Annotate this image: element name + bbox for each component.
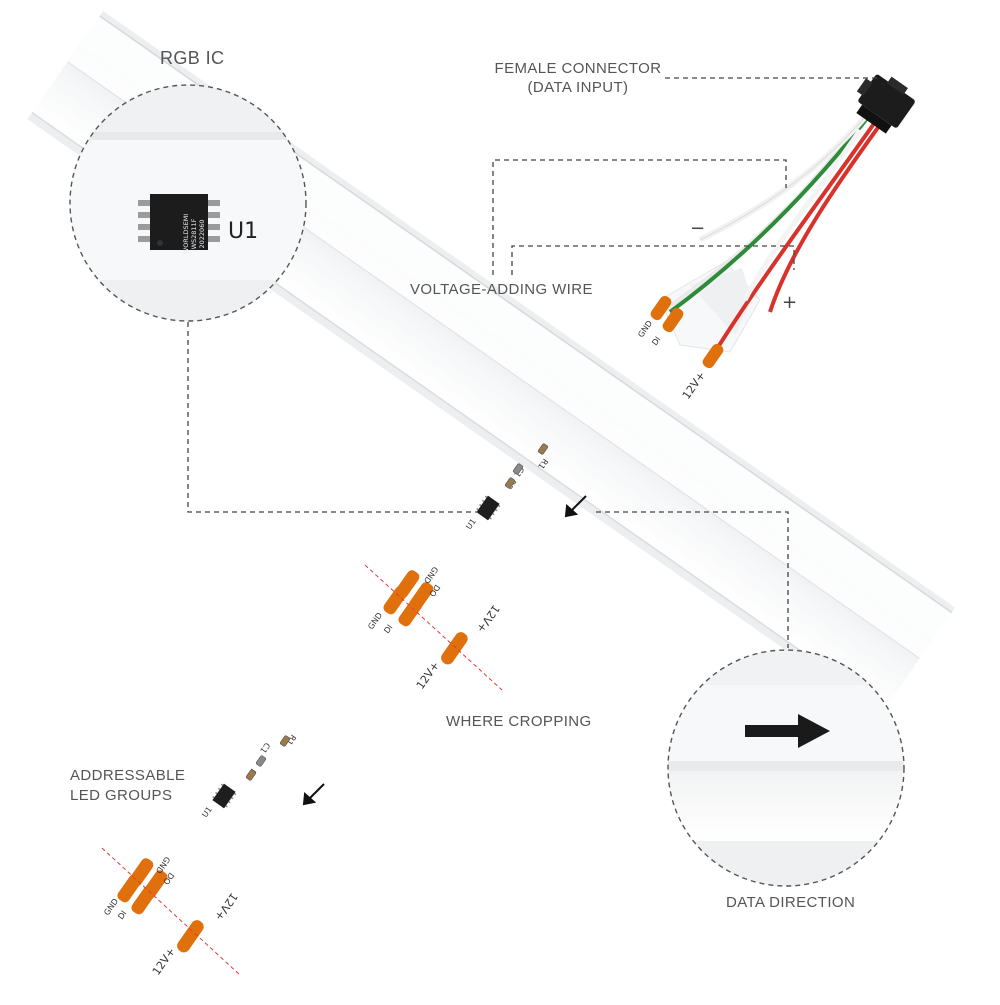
silk-gnd-top: GND bbox=[636, 319, 654, 339]
silk-12v-mid-a: 12V+ bbox=[474, 602, 502, 635]
resistor-r2-mid bbox=[504, 477, 516, 489]
pad-12v-mid bbox=[441, 632, 468, 665]
label-addressable: ADDRESSABLE bbox=[70, 767, 186, 784]
resistor-r1-mid bbox=[537, 443, 549, 455]
wire-green bbox=[668, 110, 874, 314]
crop-line-mid bbox=[364, 564, 503, 691]
strip-components bbox=[212, 443, 549, 809]
minus-sign: − bbox=[690, 218, 705, 239]
zoom-chip: WORLDSEMI WS2811F 2022060 bbox=[138, 194, 220, 254]
chip-marking-2: WS2811F bbox=[190, 218, 198, 249]
silk-gnd-mid-top: GND bbox=[422, 565, 440, 585]
ic-chip-low bbox=[212, 783, 237, 809]
label-where-cropping: WHERE CROPPING bbox=[446, 713, 592, 730]
silk-u1-low: U1 bbox=[200, 805, 214, 819]
pad-12v-low bbox=[177, 920, 204, 953]
female-connector bbox=[856, 74, 915, 134]
pad-di-top bbox=[662, 307, 684, 333]
pad-12v-top bbox=[702, 343, 724, 369]
cap-c1-low bbox=[255, 755, 267, 767]
label-voltage-adding-wire: VOLTAGE-ADDING WIRE bbox=[410, 281, 593, 298]
chip-ref-u1: U1 bbox=[228, 219, 258, 244]
pad-gnd-mid-b bbox=[383, 586, 408, 615]
silk-12v-mid-b: 12V+ bbox=[414, 659, 442, 692]
pad-gnd-top bbox=[650, 295, 672, 321]
silk-di-top: DI bbox=[650, 335, 662, 347]
plus-sign: + bbox=[782, 292, 797, 313]
silk-12v-top: 12V+ bbox=[680, 369, 708, 402]
silk-12v-low-b: 12V+ bbox=[150, 945, 178, 978]
strip-arrows bbox=[302, 495, 587, 806]
resistor-r2-low bbox=[245, 769, 257, 781]
silk-c1-low: C1 bbox=[258, 741, 272, 755]
label-rgb-ic: RGB IC bbox=[160, 48, 225, 68]
wire-red-connector bbox=[713, 116, 880, 354]
silk-u1-top: U1 bbox=[464, 517, 478, 531]
label-female-connector: FEMALE CONNECTOR bbox=[494, 60, 662, 77]
crop-line-low bbox=[101, 847, 241, 976]
callout-voltage-b bbox=[511, 245, 795, 275]
crop-lines bbox=[101, 564, 503, 976]
callout-lines bbox=[187, 77, 878, 648]
silk-di-low: DI bbox=[116, 909, 128, 921]
pad-gnd-low-b bbox=[117, 874, 142, 903]
silk-di-mid: DI bbox=[382, 623, 394, 635]
pad-di-low bbox=[131, 886, 156, 915]
wire-white-2 bbox=[742, 128, 863, 302]
strip-arrow-low bbox=[307, 783, 325, 801]
resistor-r1-low bbox=[279, 735, 291, 747]
callout-data-direction bbox=[596, 511, 789, 648]
label-data-input: (DATA INPUT) bbox=[527, 79, 629, 96]
strip-arrow-mid bbox=[569, 495, 587, 513]
ic-chip-mid bbox=[476, 495, 501, 521]
direction-arrow-large bbox=[745, 714, 830, 748]
callout-rgb-ic bbox=[187, 322, 478, 513]
label-led-groups: LED GROUPS bbox=[70, 787, 173, 804]
cap-c1-mid bbox=[512, 463, 524, 475]
wire-red-loose bbox=[768, 120, 884, 313]
silk-gnd-mid: GND bbox=[366, 611, 384, 631]
callout-voltage-a bbox=[492, 159, 787, 275]
chip-marking-3: 2022060 bbox=[198, 220, 206, 249]
silk-12v-low-a: 12V+ bbox=[212, 890, 240, 923]
label-data-direction: DATA DIRECTION bbox=[726, 894, 856, 911]
pad-di-mid bbox=[398, 598, 423, 627]
chip-marking-1: WORLDSEMI bbox=[182, 214, 190, 255]
wires bbox=[664, 108, 884, 354]
